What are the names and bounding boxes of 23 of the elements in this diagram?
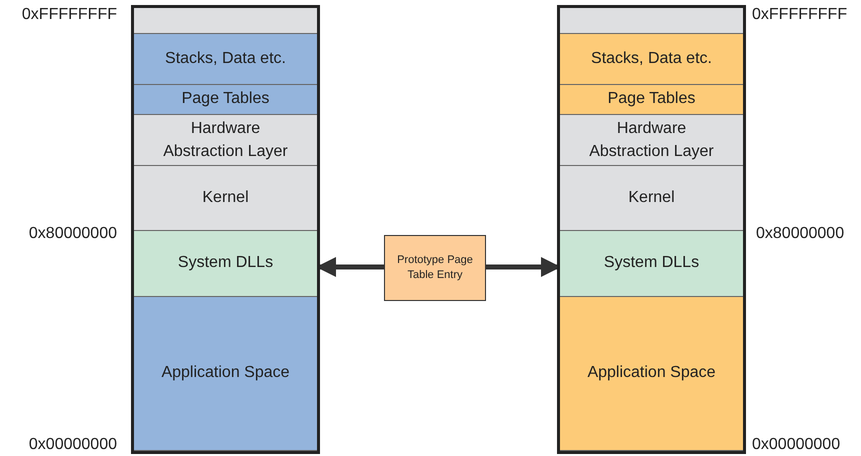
address-label: 0x80000000 bbox=[756, 225, 844, 243]
memory-region: System DLLs bbox=[134, 231, 317, 297]
memory-map-column bbox=[557, 5, 746, 454]
memory-region: Hardware Abstraction Layer bbox=[134, 115, 317, 166]
address-label: 0x00000000 bbox=[28, 436, 117, 454]
memory-region: Hardware Abstraction Layer bbox=[560, 115, 743, 166]
address-label: 0x00000000 bbox=[752, 436, 840, 454]
memory-region: Kernel bbox=[134, 166, 317, 231]
memory-region: Application Space bbox=[134, 297, 317, 451]
memory-region: System DLLs bbox=[560, 231, 743, 297]
memory-region bbox=[560, 8, 743, 34]
memory-region: Kernel bbox=[560, 166, 743, 231]
memory-region: Stacks, Data etc. bbox=[560, 34, 743, 85]
entry-box: Prototype Page Table Entry bbox=[384, 235, 486, 301]
memory-region: Page Tables bbox=[560, 85, 743, 115]
address-label: 0xFFFFFFFF bbox=[752, 6, 848, 24]
memory-region: Page Tables bbox=[134, 85, 317, 115]
address-label: 0xFFFFFFFF bbox=[22, 6, 117, 24]
memory-region: Application Space bbox=[560, 297, 743, 451]
memory-map-column bbox=[131, 5, 320, 454]
address-label: 0x80000000 bbox=[28, 225, 117, 243]
memory-region bbox=[134, 8, 317, 34]
memory-region: Stacks, Data etc. bbox=[134, 34, 317, 85]
